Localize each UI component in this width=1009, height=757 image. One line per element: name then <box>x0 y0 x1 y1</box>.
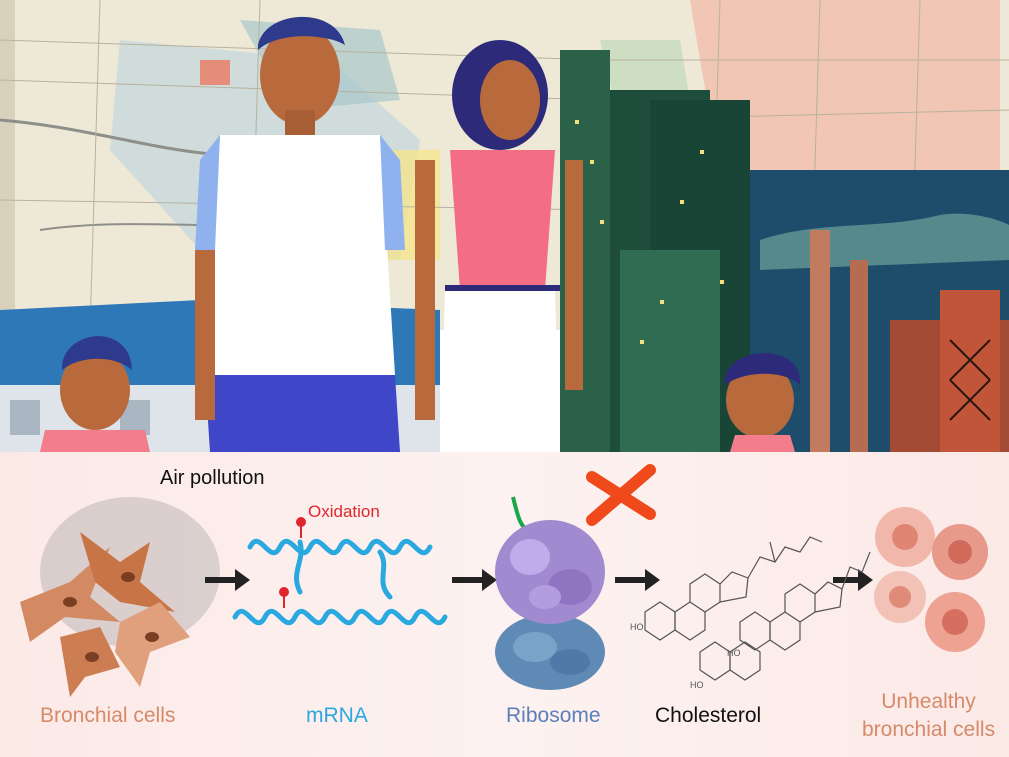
family-illustration <box>40 16 801 452</box>
pathway-graphics: HO HO HO <box>20 464 988 697</box>
mrna-strand-icon <box>232 538 448 626</box>
oxidation-label: Oxidation <box>308 502 380 521</box>
arrow-right-icon <box>205 569 250 591</box>
arrow-right-icon <box>615 569 660 591</box>
arrow-right-icon <box>833 569 873 591</box>
svg-text:HO: HO <box>630 622 644 632</box>
ribosome-label: Ribosome <box>506 704 601 727</box>
factory-illustration <box>750 170 1009 452</box>
pathway-panel: HO HO HO Air pollution Oxidation Bronchi… <box>0 452 1009 757</box>
svg-text:HO: HO <box>690 680 704 690</box>
unhealthy-cells-icon <box>874 507 988 652</box>
skyscrapers-illustration <box>560 50 750 452</box>
outcome-line-2: bronchial cells <box>862 718 996 741</box>
oxidation-dot-icon <box>279 587 289 608</box>
mrna-label: mRNA <box>306 704 368 727</box>
bronchial-cells-label: Bronchial cells <box>40 704 176 727</box>
cholesterol-structure-icon <box>644 536 871 681</box>
illustration-scene <box>0 0 1009 452</box>
block-x-icon <box>586 464 656 526</box>
bronchial-cells-icon <box>20 532 190 697</box>
ribosome-icon <box>495 496 605 690</box>
unhealthy-bronchial-cells-label: Unhealthy bronchial cells <box>862 688 995 744</box>
cholesterol-label: Cholesterol <box>655 704 762 727</box>
outcome-line-1: Unhealthy <box>881 690 976 713</box>
svg-text:HO: HO <box>727 648 741 658</box>
air-pollution-label: Air pollution <box>160 467 265 489</box>
arrow-right-icon <box>452 569 497 591</box>
oxidation-dot-icon <box>296 517 306 538</box>
